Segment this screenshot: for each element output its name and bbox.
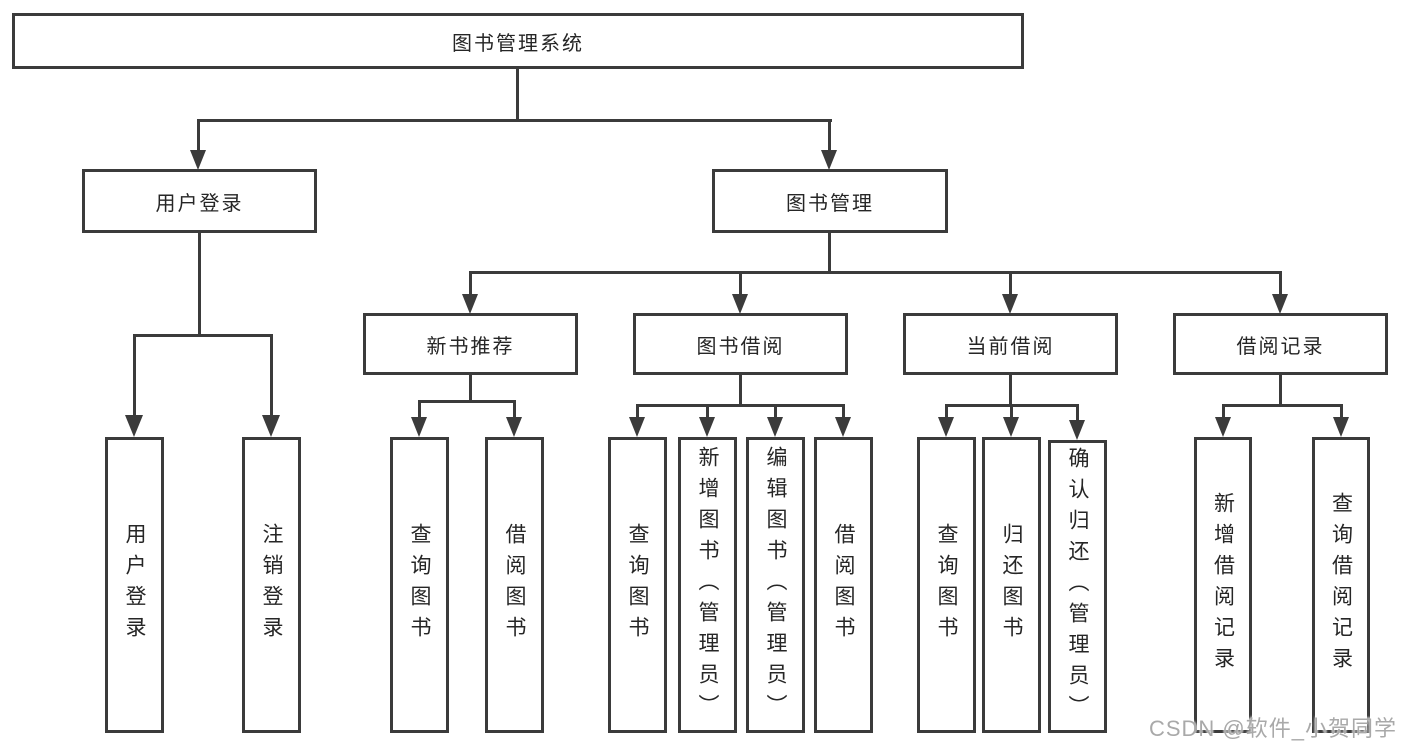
csdn-watermark: CSDN @软件_小贺同学 <box>1148 716 1397 741</box>
connector-records-stem <box>1279 375 1282 405</box>
leaf-label: 编辑图书（管理员） <box>764 445 788 725</box>
arrowhead-down-icon <box>732 294 748 314</box>
node-book-borrowing: 图书借阅 <box>633 313 848 375</box>
leaf-query-borrow-record: 查询借阅记录 <box>1312 437 1370 733</box>
connector-to-current-borrowing <box>1009 271 1012 297</box>
connector-recommend-stem <box>469 375 472 402</box>
connector-to-leaf <box>842 404 845 419</box>
leaf-label: 注销登录 <box>260 523 284 647</box>
connector-borrowing-crossbar <box>636 404 845 407</box>
arrowhead-down-icon <box>411 417 427 437</box>
arrowhead-down-icon <box>699 417 715 437</box>
connector-to-borrowing-records <box>1279 271 1282 297</box>
connector-management-stem <box>828 233 831 273</box>
connector-records-crossbar <box>1222 404 1343 407</box>
leaf-label: 确认归还（管理员） <box>1066 447 1090 726</box>
arrowhead-down-icon <box>1003 417 1019 437</box>
connector-login-crossbar <box>133 334 273 337</box>
arrowhead-down-icon <box>1215 417 1231 437</box>
node-book-management: 图书管理 <box>712 169 948 233</box>
connector-to-leaf-user-login <box>133 334 136 416</box>
leaf-query-books: 查询图书 <box>390 437 449 733</box>
connector-root-crossbar <box>197 119 832 122</box>
leaf-add-book-admin: 新增图书（管理员） <box>678 437 737 733</box>
leaf-borrow-books: 借阅图书 <box>485 437 544 733</box>
leaf-label: 借阅图书 <box>503 523 527 647</box>
connector-to-leaf <box>418 400 421 419</box>
connector-borrowing-stem <box>739 375 742 405</box>
node-user-login: 用户登录 <box>82 169 317 233</box>
arrowhead-down-icon <box>767 417 783 437</box>
connector-root-stem <box>516 69 519 120</box>
leaf-label: 新增借阅记录 <box>1211 492 1235 678</box>
node-label: 借阅记录 <box>1236 335 1325 358</box>
arrowhead-down-icon <box>835 417 851 437</box>
node-library-management-system: 图书管理系统 <box>12 13 1024 69</box>
connector-to-new-book-recommend <box>469 271 472 297</box>
node-label: 图书管理 <box>786 192 874 215</box>
arrowhead-down-icon <box>125 415 143 437</box>
node-label: 用户登录 <box>155 192 244 215</box>
leaf-logout: 注销登录 <box>242 437 301 733</box>
connector-to-leaf <box>1076 404 1079 422</box>
leaf-label: 用户登录 <box>123 523 147 647</box>
connector-to-leaf <box>1340 404 1343 419</box>
arrowhead-down-icon <box>1069 420 1085 440</box>
arrowhead-down-icon <box>262 415 280 437</box>
node-new-book-recommend: 新书推荐 <box>363 313 578 375</box>
connector-to-book-borrowing <box>739 271 742 297</box>
node-label: 当前借阅 <box>966 335 1055 358</box>
connector-to-leaf <box>1010 404 1013 419</box>
leaf-label: 查询图书 <box>408 523 432 647</box>
connector-current-stem <box>1009 375 1012 405</box>
leaf-user-login: 用户登录 <box>105 437 164 733</box>
arrowhead-down-icon <box>462 294 478 314</box>
node-label: 图书管理系统 <box>452 32 584 55</box>
arrowhead-down-icon <box>629 417 645 437</box>
leaf-query-books: 查询图书 <box>608 437 667 733</box>
arrowhead-down-icon <box>938 417 954 437</box>
leaf-label: 查询图书 <box>626 523 650 647</box>
connector-to-leaf <box>945 404 948 419</box>
arrowhead-down-icon <box>190 150 206 170</box>
connector-to-book-management <box>828 119 831 151</box>
leaf-confirm-return-admin: 确认归还（管理员） <box>1048 440 1107 733</box>
arrowhead-down-icon <box>1272 294 1288 314</box>
leaf-return-books: 归还图书 <box>982 437 1041 733</box>
leaf-query-books: 查询图书 <box>917 437 976 733</box>
node-borrowing-records: 借阅记录 <box>1173 313 1388 375</box>
connector-login-stem <box>198 233 201 335</box>
leaf-label: 归还图书 <box>1000 523 1024 647</box>
node-label: 新书推荐 <box>426 335 515 358</box>
arrowhead-down-icon <box>1333 417 1349 437</box>
connector-management-crossbar <box>469 271 1282 274</box>
leaf-edit-book-admin: 编辑图书（管理员） <box>746 437 805 733</box>
connector-to-leaf <box>774 404 777 419</box>
leaf-label: 查询图书 <box>935 523 959 647</box>
connector-to-user-login <box>197 119 200 151</box>
leaf-label: 查询借阅记录 <box>1329 492 1353 678</box>
leaf-label: 借阅图书 <box>832 523 856 647</box>
arrowhead-down-icon <box>506 417 522 437</box>
leaf-add-borrow-record: 新增借阅记录 <box>1194 437 1252 733</box>
leaf-label: 新增图书（管理员） <box>696 445 720 725</box>
connector-to-leaf <box>1222 404 1225 419</box>
node-current-borrowing: 当前借阅 <box>903 313 1118 375</box>
connector-to-leaf-logout <box>270 334 273 416</box>
leaf-borrow-books: 借阅图书 <box>814 437 873 733</box>
arrowhead-down-icon <box>821 150 837 170</box>
node-label: 图书借阅 <box>696 335 785 358</box>
connector-recommend-crossbar <box>418 400 516 403</box>
connector-to-leaf <box>513 400 516 419</box>
arrowhead-down-icon <box>1002 294 1018 314</box>
connector-to-leaf <box>706 404 709 419</box>
connector-to-leaf <box>636 404 639 419</box>
